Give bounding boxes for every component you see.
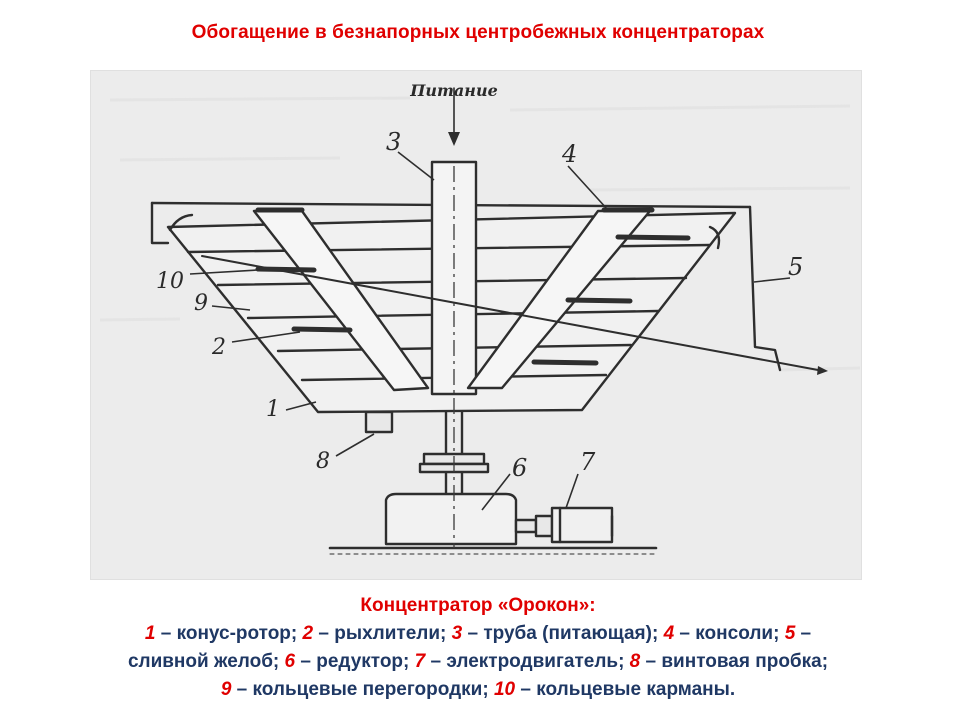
label-2: 2 bbox=[211, 335, 226, 360]
legend-number: 5 bbox=[784, 623, 796, 644]
legend-text: сливной желоб; bbox=[127, 651, 285, 672]
legend-text: – консоли; bbox=[674, 623, 785, 644]
label-1: 1 bbox=[266, 397, 280, 422]
label-4: 4 bbox=[561, 140, 577, 168]
label-10: 10 bbox=[156, 269, 184, 294]
legend-number: 8 bbox=[629, 651, 641, 672]
legend-text: – конус-ротор; bbox=[155, 623, 303, 644]
legend-text: – bbox=[795, 623, 812, 644]
legend-text: – рыхлители; bbox=[313, 623, 452, 644]
page-title: Обогащение в безнапорных центробежных ко… bbox=[191, 22, 765, 43]
label-3: 3 bbox=[386, 128, 401, 156]
legend-text: – винтовая пробка; bbox=[640, 651, 829, 672]
caption-legend-line-2: сливной желоб; 6 – редуктор; 7 – электро… bbox=[0, 648, 956, 676]
overflow-chute bbox=[748, 205, 782, 372]
orokon-concentrator-diagram: Питание 3 4 5 10 9 2 1 8 6 7 bbox=[90, 70, 862, 580]
legend-text: – кольцевые карманы. bbox=[515, 679, 736, 700]
legend-number: 7 bbox=[414, 651, 426, 672]
legend-number: 3 bbox=[451, 623, 463, 644]
figure-caption: Концентратор «Орокон»: 1 – конус-ротор; … bbox=[0, 592, 956, 704]
screw-plug bbox=[364, 410, 394, 434]
legend-text: – труба (питающая); bbox=[462, 623, 664, 644]
caption-legend-line-1: 1 – конус-ротор; 2 – рыхлители; 3 – труб… bbox=[0, 620, 956, 648]
legend-number: 1 bbox=[144, 623, 156, 644]
label-6: 6 bbox=[512, 454, 527, 482]
label-9: 9 bbox=[194, 291, 208, 316]
legend-number: 6 bbox=[284, 651, 296, 672]
legend-text: – редуктор; bbox=[295, 651, 415, 672]
caption-legend-line-3: 9 – кольцевые перегородки; 10 – кольцевы… bbox=[0, 676, 956, 704]
legend-number: 4 bbox=[663, 623, 675, 644]
legend-text: – электродвигатель; bbox=[425, 651, 630, 672]
legend-number: 9 bbox=[220, 679, 232, 700]
label-8: 8 bbox=[316, 449, 330, 474]
label-7: 7 bbox=[580, 448, 596, 476]
label-5: 5 bbox=[788, 253, 803, 281]
legend-number: 10 bbox=[493, 679, 516, 700]
gearbox bbox=[384, 492, 518, 546]
legend-text: – кольцевые перегородки; bbox=[231, 679, 494, 700]
feed-label: Питание bbox=[409, 81, 498, 100]
caption-heading: Концентратор «Орокон»: bbox=[360, 595, 596, 616]
legend-number: 2 bbox=[302, 623, 314, 644]
